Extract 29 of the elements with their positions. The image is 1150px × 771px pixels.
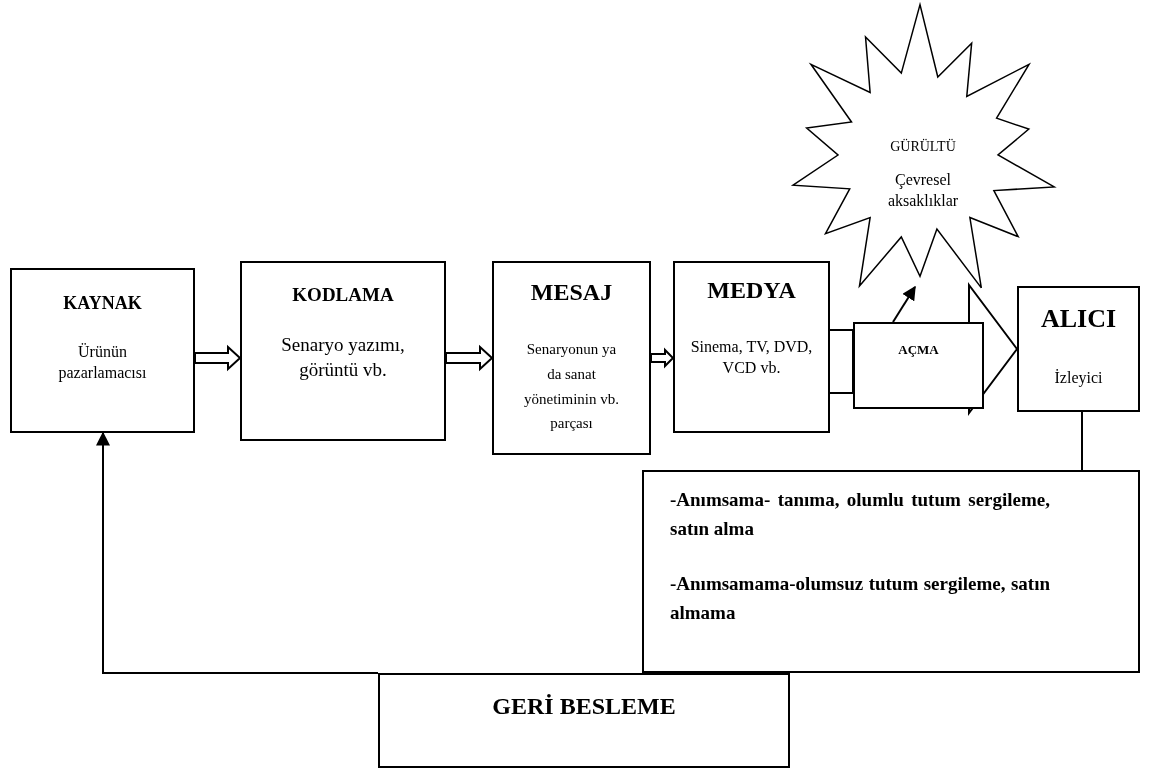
box-title: MEDYA — [706, 276, 797, 305]
box-title: MESAJ — [529, 278, 614, 307]
box-title: KAYNAK — [62, 292, 143, 315]
outcome-box — [642, 470, 1140, 673]
process-box — [492, 261, 651, 455]
process-box — [378, 673, 790, 768]
connector-line — [1081, 411, 1083, 471]
block-arrow — [650, 347, 675, 369]
process-box — [240, 261, 446, 441]
process-box — [10, 268, 195, 433]
box-description: Senaryonun ya da sanat yönetiminin vb. parçası — [523, 340, 620, 434]
box-description: Ürünün pazarlamacısı — [57, 342, 148, 384]
arrow — [892, 285, 916, 323]
box-title: GÜRÜLTÜ — [889, 138, 957, 156]
box-description: Senaryo yazımı, görüntü vb. — [280, 333, 406, 382]
box-title: GERİ BESLEME — [491, 692, 677, 721]
outcome-text: -Anımsama- tanıma, olumlu tutum sergileme, satın alma — [670, 488, 1050, 541]
box-title: KODLAMA — [291, 283, 395, 307]
block-arrow — [445, 344, 494, 372]
arrow — [96, 431, 379, 674]
box-description: Sinema, TV, DVD, VCD vb. — [689, 337, 814, 378]
box-description: İzleyici — [1053, 368, 1104, 389]
box-description: Çevresel aksaklıklar — [886, 170, 960, 211]
arrow-stem — [829, 329, 854, 394]
block-arrow — [194, 344, 242, 372]
process-box — [673, 261, 830, 433]
box-title: AÇMA — [897, 342, 940, 359]
box-title: ALICI — [1039, 303, 1118, 335]
outcome-text: -Anımsamama-olumsuz tutum sergileme, satın almama — [670, 572, 1050, 625]
